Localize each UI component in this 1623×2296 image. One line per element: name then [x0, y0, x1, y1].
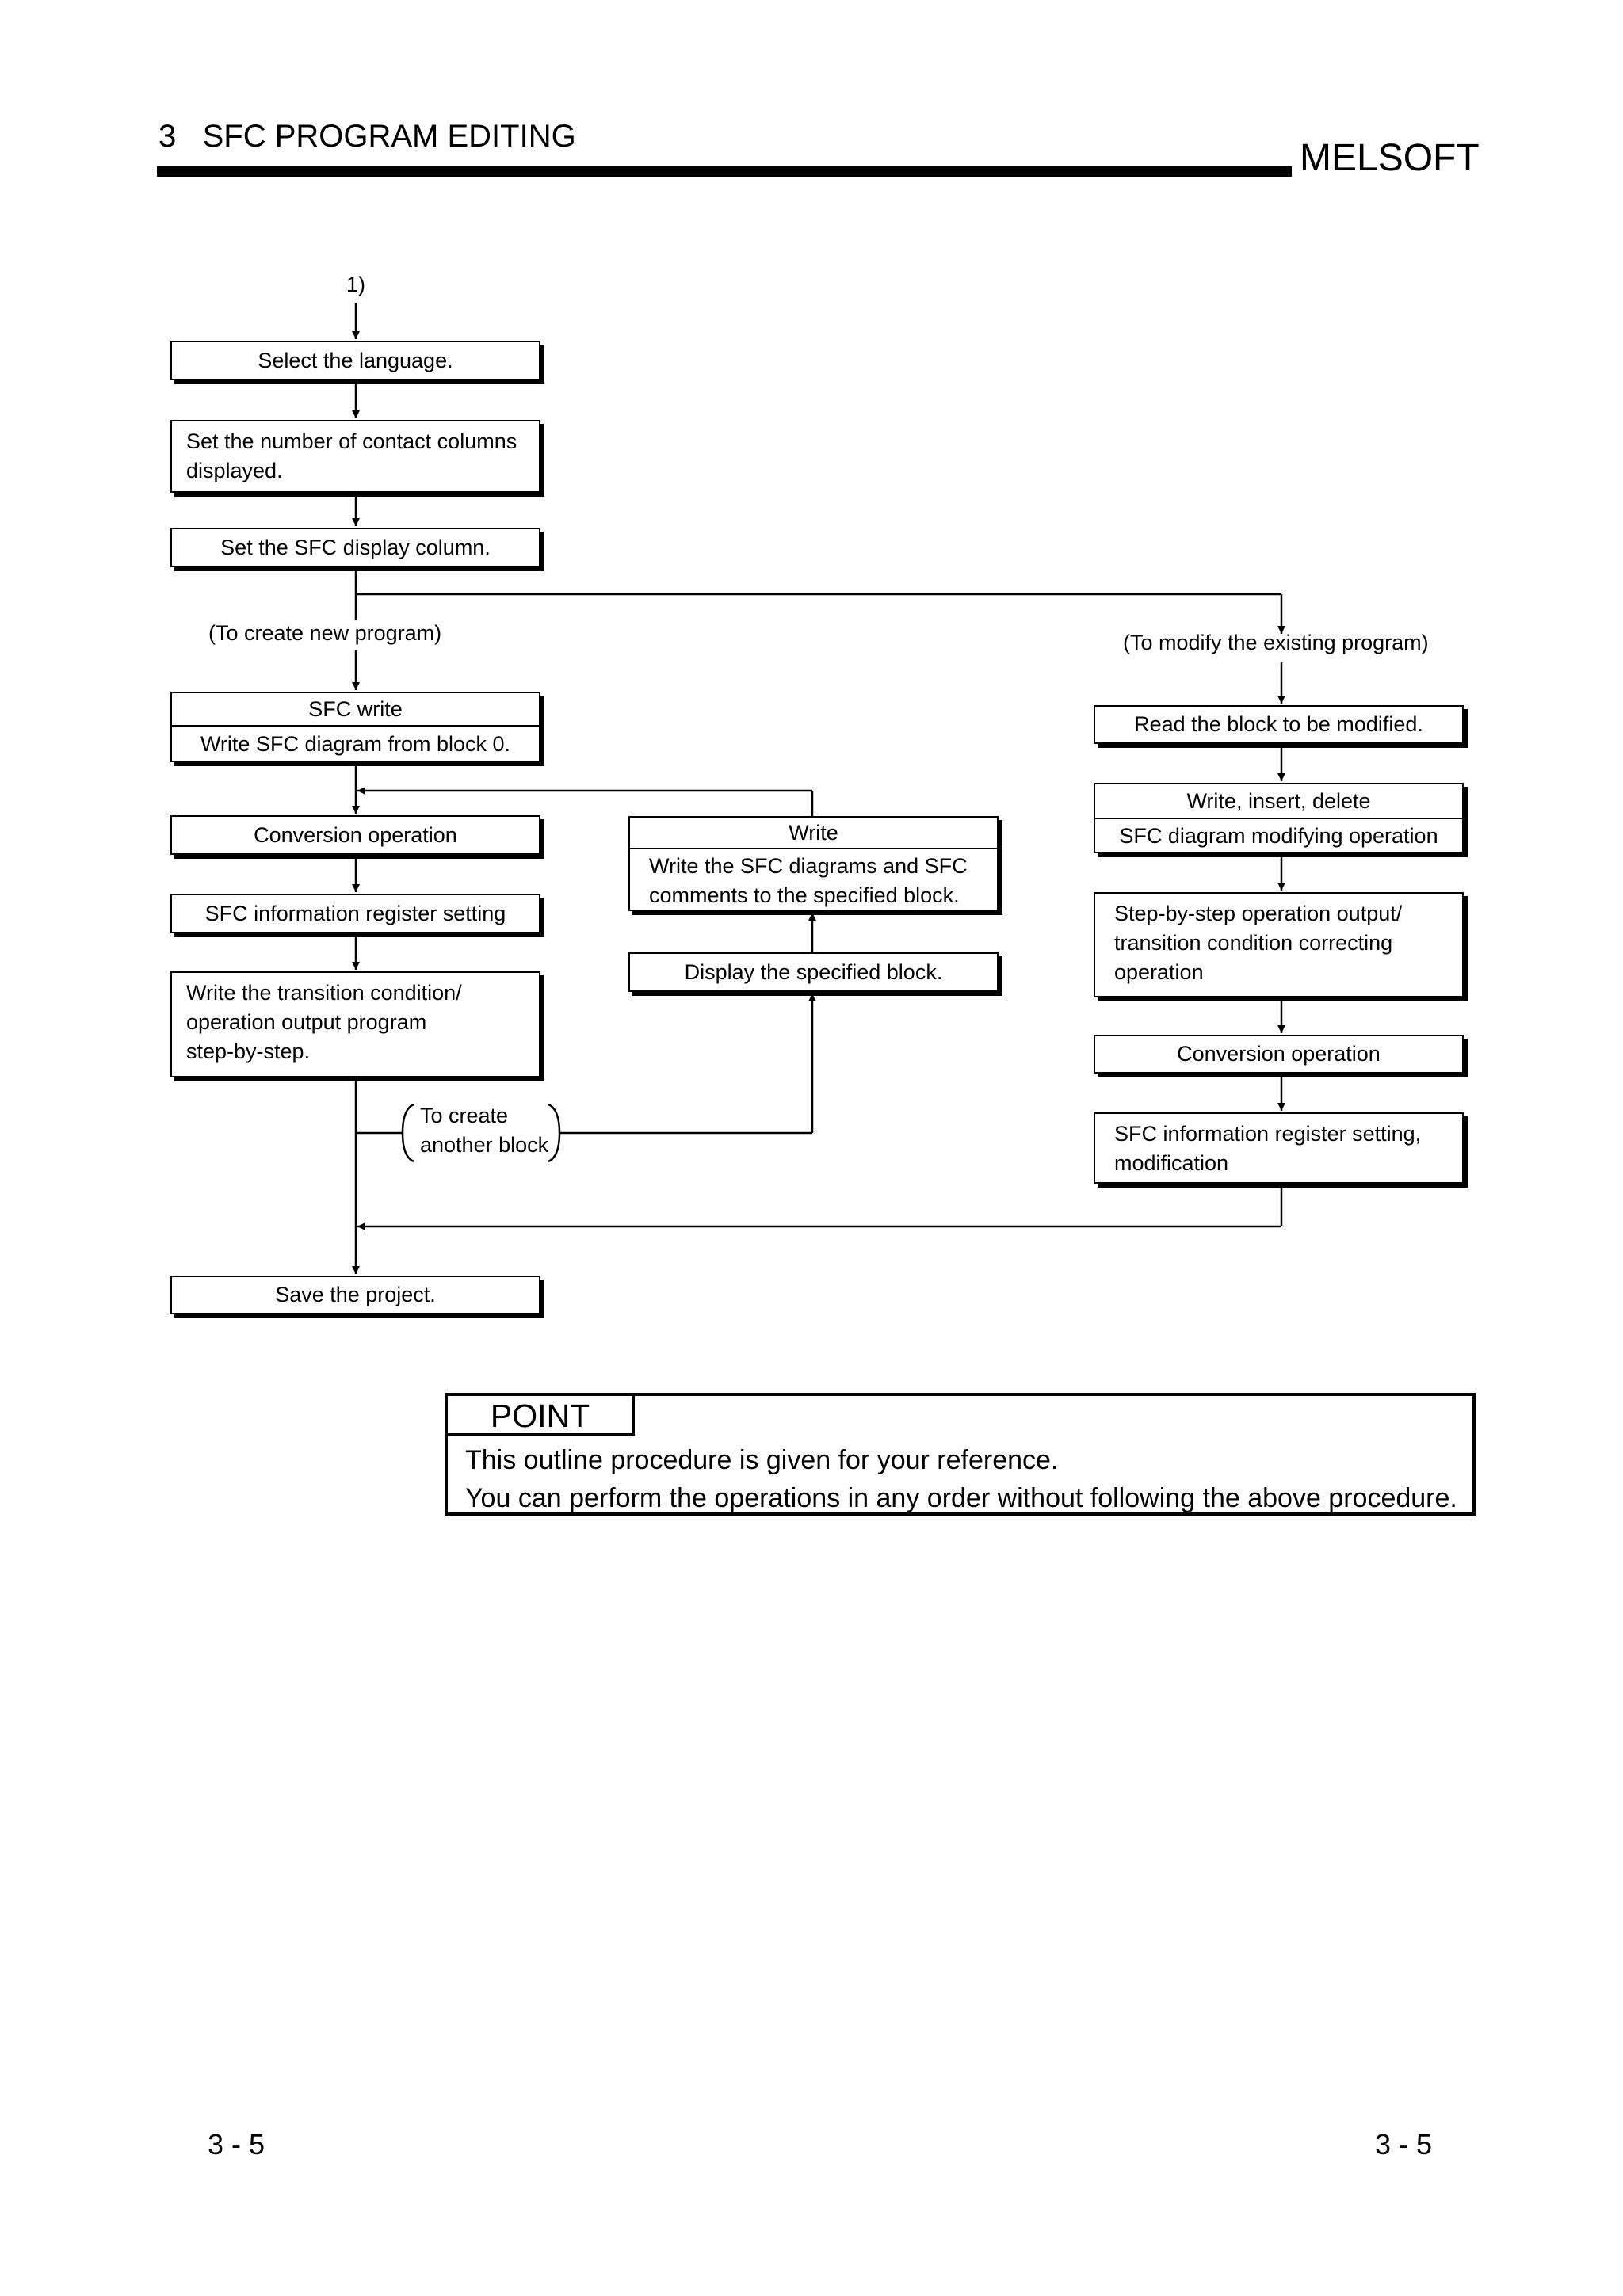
- point-title: POINT: [448, 1396, 635, 1436]
- sfc-write-box: SFC write Write SFC diagram from block 0…: [170, 692, 540, 762]
- modify-body: SFC diagram modifying operation: [1119, 824, 1438, 848]
- contact-columns-line1: Set the number of contact columns: [186, 429, 517, 453]
- point-box: POINT This outline procedure is given fo…: [445, 1393, 1476, 1516]
- write-transition-box: Write the transition condition/ operatio…: [170, 971, 540, 1077]
- create-another-line1: To create: [420, 1104, 509, 1127]
- info-register-right-box: SFC information register setting, modifi…: [1094, 1112, 1464, 1184]
- step-output-line2: transition condition correcting: [1114, 931, 1393, 955]
- conversion-right-text: Conversion operation: [1177, 1042, 1381, 1066]
- read-block-box: Read the block to be modified.: [1094, 705, 1464, 744]
- write-transition-line3: step-by-step.: [186, 1039, 311, 1063]
- contact-columns-line2: displayed.: [186, 459, 283, 482]
- display-column-text: Set the SFC display column.: [220, 535, 491, 559]
- write-body-line2: comments to the specified block.: [649, 883, 960, 907]
- write-title: Write: [630, 818, 997, 849]
- page-number-left: 3 - 5: [208, 2128, 265, 2161]
- display-column-box: Set the SFC display column.: [170, 528, 540, 567]
- info-register-left-box: SFC information register setting: [170, 894, 540, 933]
- bracket-right: [548, 1103, 561, 1163]
- conversion-left-text: Conversion operation: [254, 822, 457, 847]
- create-another-line2: another block: [420, 1133, 549, 1157]
- info-register-right-line2: modification: [1114, 1151, 1229, 1175]
- step-output-line3: operation: [1114, 960, 1204, 984]
- contact-columns-box: Set the number of contact columns displa…: [170, 420, 540, 493]
- select-language-text: Select the language.: [258, 348, 453, 372]
- conversion-right-box: Conversion operation: [1094, 1035, 1464, 1074]
- save-project-box: Save the project.: [170, 1276, 540, 1314]
- header-rule: [157, 166, 1292, 177]
- page-number-right: 3 - 5: [1375, 2128, 1433, 2161]
- point-line-1: This outline procedure is given for your…: [465, 1445, 1059, 1475]
- display-block-text: Display the specified block.: [684, 959, 943, 984]
- write-transition-line1: Write the transition condition/: [186, 981, 462, 1005]
- read-block-text: Read the block to be modified.: [1134, 712, 1423, 736]
- save-project-text: Save the project.: [275, 1283, 436, 1306]
- display-block-box: Display the specified block.: [628, 952, 999, 992]
- branch-new-label: (To create new program): [208, 621, 442, 645]
- create-another-label: To create another block: [420, 1101, 548, 1160]
- modify-title: Write, insert, delete: [1095, 784, 1462, 819]
- brand-logo: MELSOFT: [1300, 137, 1480, 179]
- sfc-write-title: SFC write: [172, 693, 539, 727]
- select-language-box: Select the language.: [170, 341, 540, 380]
- step-output-line1: Step-by-step operation output/: [1114, 902, 1403, 925]
- modify-box: Write, insert, delete SFC diagram modify…: [1094, 783, 1464, 853]
- write-transition-line2: operation output program: [186, 1010, 427, 1034]
- step-output-box: Step-by-step operation output/ transitio…: [1094, 892, 1464, 997]
- flowchart-connectors: [352, 303, 1285, 1274]
- point-line-2: You can perform the operations in any or…: [465, 1483, 1457, 1513]
- sfc-write-body: Write SFC diagram from block 0.: [200, 732, 511, 756]
- chapter-title: 3 SFC PROGRAM EDITING: [158, 119, 576, 154]
- start-marker: 1): [346, 273, 366, 296]
- info-register-right-line1: SFC information register setting,: [1114, 1122, 1422, 1146]
- bracket-left: [401, 1103, 414, 1163]
- write-box: Write Write the SFC diagrams and SFC com…: [628, 816, 999, 911]
- info-register-left-text: SFC information register setting: [204, 901, 506, 925]
- conversion-left-box: Conversion operation: [170, 815, 540, 855]
- procedure-flowchart: 1) Select the language. Set the number o…: [170, 273, 1464, 1314]
- write-body-line1: Write the SFC diagrams and SFC: [649, 854, 968, 878]
- branch-modify-label: (To modify the existing program): [1123, 631, 1429, 654]
